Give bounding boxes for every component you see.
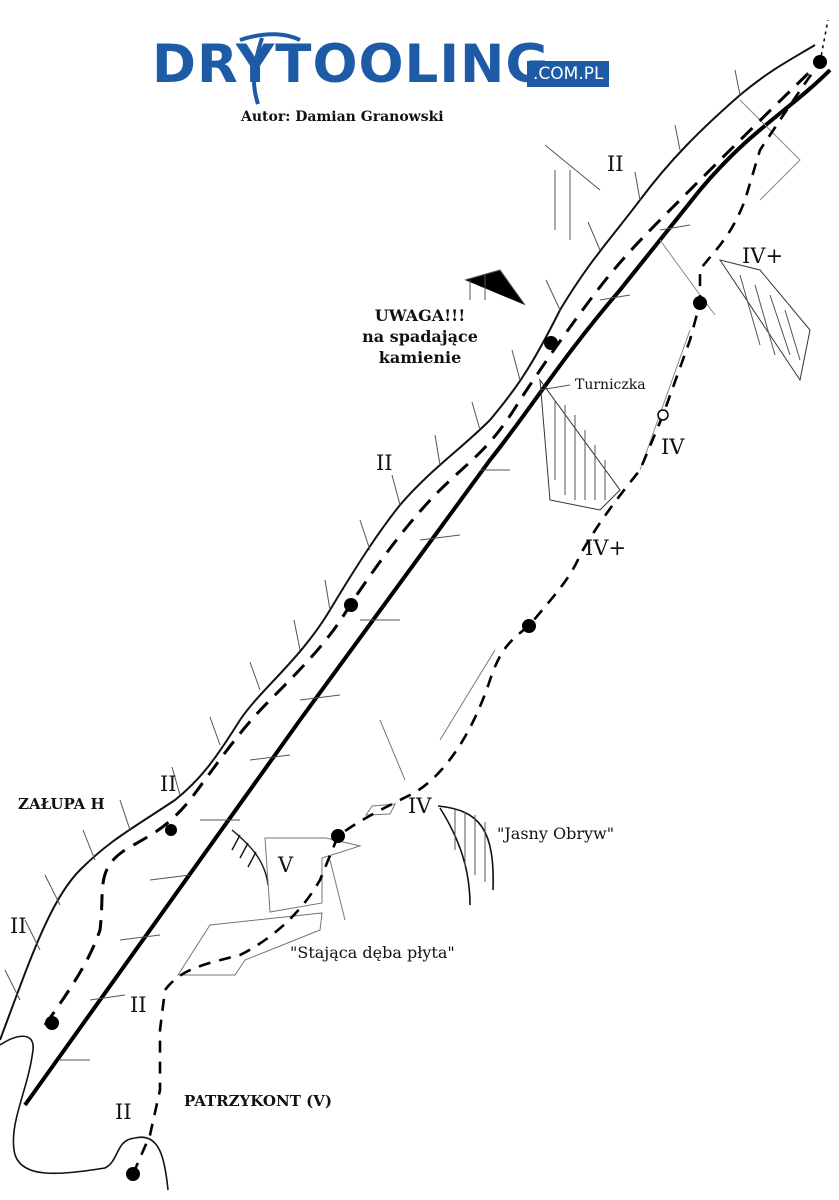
route-right-dashed <box>131 61 822 1175</box>
grade-label: II <box>115 1100 132 1124</box>
route-name-patrzykont: PATRZYKONT (V) <box>184 1092 332 1110</box>
belay-station <box>45 1016 59 1030</box>
belay-station <box>344 598 358 612</box>
feature-label-turniczka: Turniczka <box>575 377 646 393</box>
logo-tool-icon <box>239 32 301 105</box>
bolt-hollow <box>657 409 669 421</box>
belay-station <box>165 824 177 836</box>
route-main-dashed <box>43 60 822 1026</box>
belay-station <box>522 619 536 633</box>
grade-label: II <box>376 451 393 475</box>
logo-wordmark: DRYTOOLING <box>152 34 550 95</box>
grade-label: II <box>607 152 624 176</box>
feature-label-stajaca: "Stająca dęba płyta" <box>290 943 455 962</box>
belay-station <box>126 1167 140 1181</box>
belay-station <box>693 296 707 310</box>
rock-hatching <box>4 69 811 1061</box>
logo-domain: .COM.PL <box>527 61 610 87</box>
author-credit: Autor: Damian Granowski <box>241 109 444 125</box>
grade-label: IV <box>408 794 432 818</box>
grade-label: IV+ <box>585 536 627 560</box>
warning-line: UWAGA!!! <box>374 306 466 325</box>
grade-label: IV <box>661 435 685 459</box>
grade-label: II <box>160 772 177 796</box>
belay-station <box>813 55 827 69</box>
belay-stations <box>45 55 827 1181</box>
grade-label: II <box>130 993 147 1017</box>
falling-rock-warning: UWAGA!!! na spadające kamienie <box>355 305 485 368</box>
approach-loop <box>0 1035 169 1191</box>
warning-line: kamienie <box>378 348 462 367</box>
gully-right-edge <box>23 68 832 1107</box>
grade-label: II <box>10 914 27 938</box>
route-exit-arrow <box>819 19 829 63</box>
grade-label: V <box>278 853 294 877</box>
route-name-zalupa: ZAŁUPA H <box>18 795 105 813</box>
warning-line: na spadające <box>362 327 478 346</box>
belay-station <box>544 336 558 350</box>
gully-left-edge <box>0 44 816 1041</box>
grade-label: IV+ <box>742 244 784 268</box>
belay-station <box>331 829 345 843</box>
feature-label-jasny-obryw: "Jasny Obryw" <box>497 824 615 843</box>
